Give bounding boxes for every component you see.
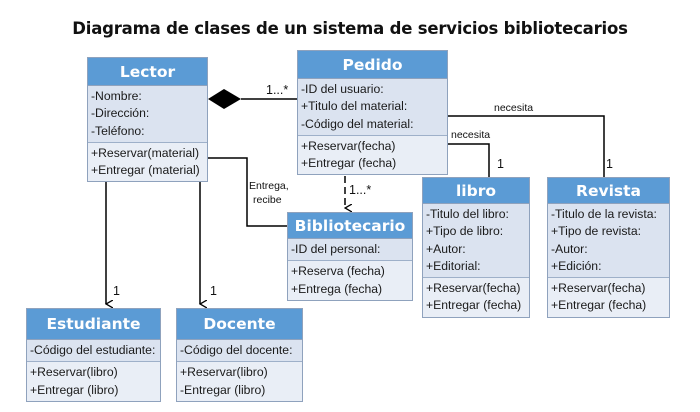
operation: +Entrega (fecha) (291, 281, 383, 296)
attribute: +Autor: (426, 241, 466, 256)
attribute: -Titulo de la revista: (551, 207, 657, 221)
class-lector[interactable]: Lector -Nombre: -Dirección: -Teléfono: +… (87, 57, 208, 183)
class-attributes: -Código del docente: (177, 340, 302, 363)
attribute: -ID del personal: (291, 242, 381, 256)
attribute: +Titulo del material: (301, 99, 408, 114)
class-name: Pedido (298, 51, 447, 79)
attribute: -Dirección: (91, 106, 150, 121)
class-name: Docente (177, 309, 302, 340)
label-recibe: recibe (253, 194, 282, 206)
multiplicity-pedido-libro: 1 (497, 157, 504, 171)
class-libro[interactable]: libro -Titulo del libro: +Tipo de libro:… (422, 177, 530, 318)
class-revista[interactable]: Revista -Titulo de la revista: +Tipo de … (547, 177, 670, 318)
attribute: -Teléfono: (91, 123, 145, 138)
multiplicity-pedido-bibliotecario: 1...* (349, 183, 372, 197)
operation: +Reserva (fecha) (291, 264, 385, 279)
class-name: Revista (548, 178, 669, 204)
operation: +Entregar (fecha) (426, 298, 522, 313)
attribute: +Editorial: (426, 258, 481, 273)
class-bibliotecario[interactable]: Bibliotecario -ID del personal: +Reserva… (287, 212, 413, 301)
operation: +Reservar(material) (91, 145, 200, 160)
class-operations: +Reservar(fecha) +Entregar (fecha) (423, 278, 529, 317)
multiplicity-lector-estudiante: 1 (113, 284, 120, 298)
operation: +Reservar(fecha) (551, 281, 646, 296)
operation: +Reservar(libro) (30, 365, 118, 380)
operation: +Entregar (fecha) (551, 298, 647, 313)
class-name: Lector (88, 58, 207, 86)
composition-diamond-icon (208, 89, 241, 109)
class-operations: +Reservar(material) +Entregar (material) (88, 142, 207, 182)
attribute: +Tipo de revista: (551, 224, 641, 239)
class-estudiante[interactable]: Estudiante -Código del estudiante: +Rese… (26, 308, 161, 402)
class-operations: +Reservar(fecha) +Entregar (fecha) (548, 278, 669, 317)
operation: -Entregar (libro) (180, 382, 266, 397)
attribute: -Código del estudiante: (30, 343, 156, 357)
label-necesita-revista: necesita (494, 102, 534, 114)
attribute: -ID del usuario: (301, 82, 384, 96)
label-entrega: Entrega, (249, 180, 289, 192)
association-line-pedido-libro (447, 143, 490, 177)
association-line-pedido-revista (447, 115, 605, 177)
class-attributes: -Titulo de la revista: +Tipo de revista:… (548, 204, 669, 279)
attribute: -Titulo del libro: (426, 207, 509, 221)
attribute: +Edición: (551, 258, 602, 273)
class-docente[interactable]: Docente -Código del docente: +Reservar(l… (176, 308, 303, 402)
class-operations: +Reserva (fecha) +Entrega (fecha) (288, 261, 412, 300)
attribute: -Nombre: (91, 89, 142, 103)
class-name: Bibliotecario (288, 213, 412, 239)
diagram-title: Diagrama de clases de un sistema de serv… (72, 19, 628, 38)
operation: +Entregar (libro) (30, 382, 119, 397)
class-name: Estudiante (27, 309, 160, 340)
class-operations: +Reservar(fecha) +Entregar (fecha) (298, 135, 447, 175)
class-name: libro (423, 178, 529, 204)
attribute: -Código del material: (301, 116, 414, 131)
class-operations: +Reservar(libro) +Entregar (libro) (27, 362, 160, 401)
operation: +Reservar(fecha) (426, 281, 521, 296)
attribute: +Tipo de libro: (426, 224, 504, 239)
multiplicity-lector-pedido: 1...* (266, 83, 289, 97)
operation: +Reservar(libro) (180, 365, 268, 380)
attribute: -Autor: (551, 241, 588, 256)
class-pedido[interactable]: Pedido -ID del usuario: +Titulo del mate… (297, 50, 448, 176)
multiplicity-lector-docente: 1 (210, 284, 217, 298)
attribute: -Código del docente: (180, 343, 293, 357)
operation: +Entregar (fecha) (301, 156, 397, 171)
association-line-lector-bibliotecario (207, 157, 287, 227)
label-necesita-libro: necesita (451, 129, 491, 141)
class-attributes: -ID del personal: (288, 239, 412, 262)
class-attributes: -Titulo del libro: +Tipo de libro: +Auto… (423, 204, 529, 279)
class-attributes: -Nombre: -Dirección: -Teléfono: (88, 86, 207, 143)
operation: +Reservar(fecha) (301, 138, 396, 153)
operation: +Entregar (material) (91, 163, 200, 178)
multiplicity-pedido-revista: 1 (606, 157, 613, 171)
class-attributes: -Código del estudiante: (27, 340, 160, 363)
class-attributes: -ID del usuario: +Titulo del material: -… (298, 79, 447, 136)
class-operations: +Reservar(libro) -Entregar (libro) (177, 362, 302, 401)
